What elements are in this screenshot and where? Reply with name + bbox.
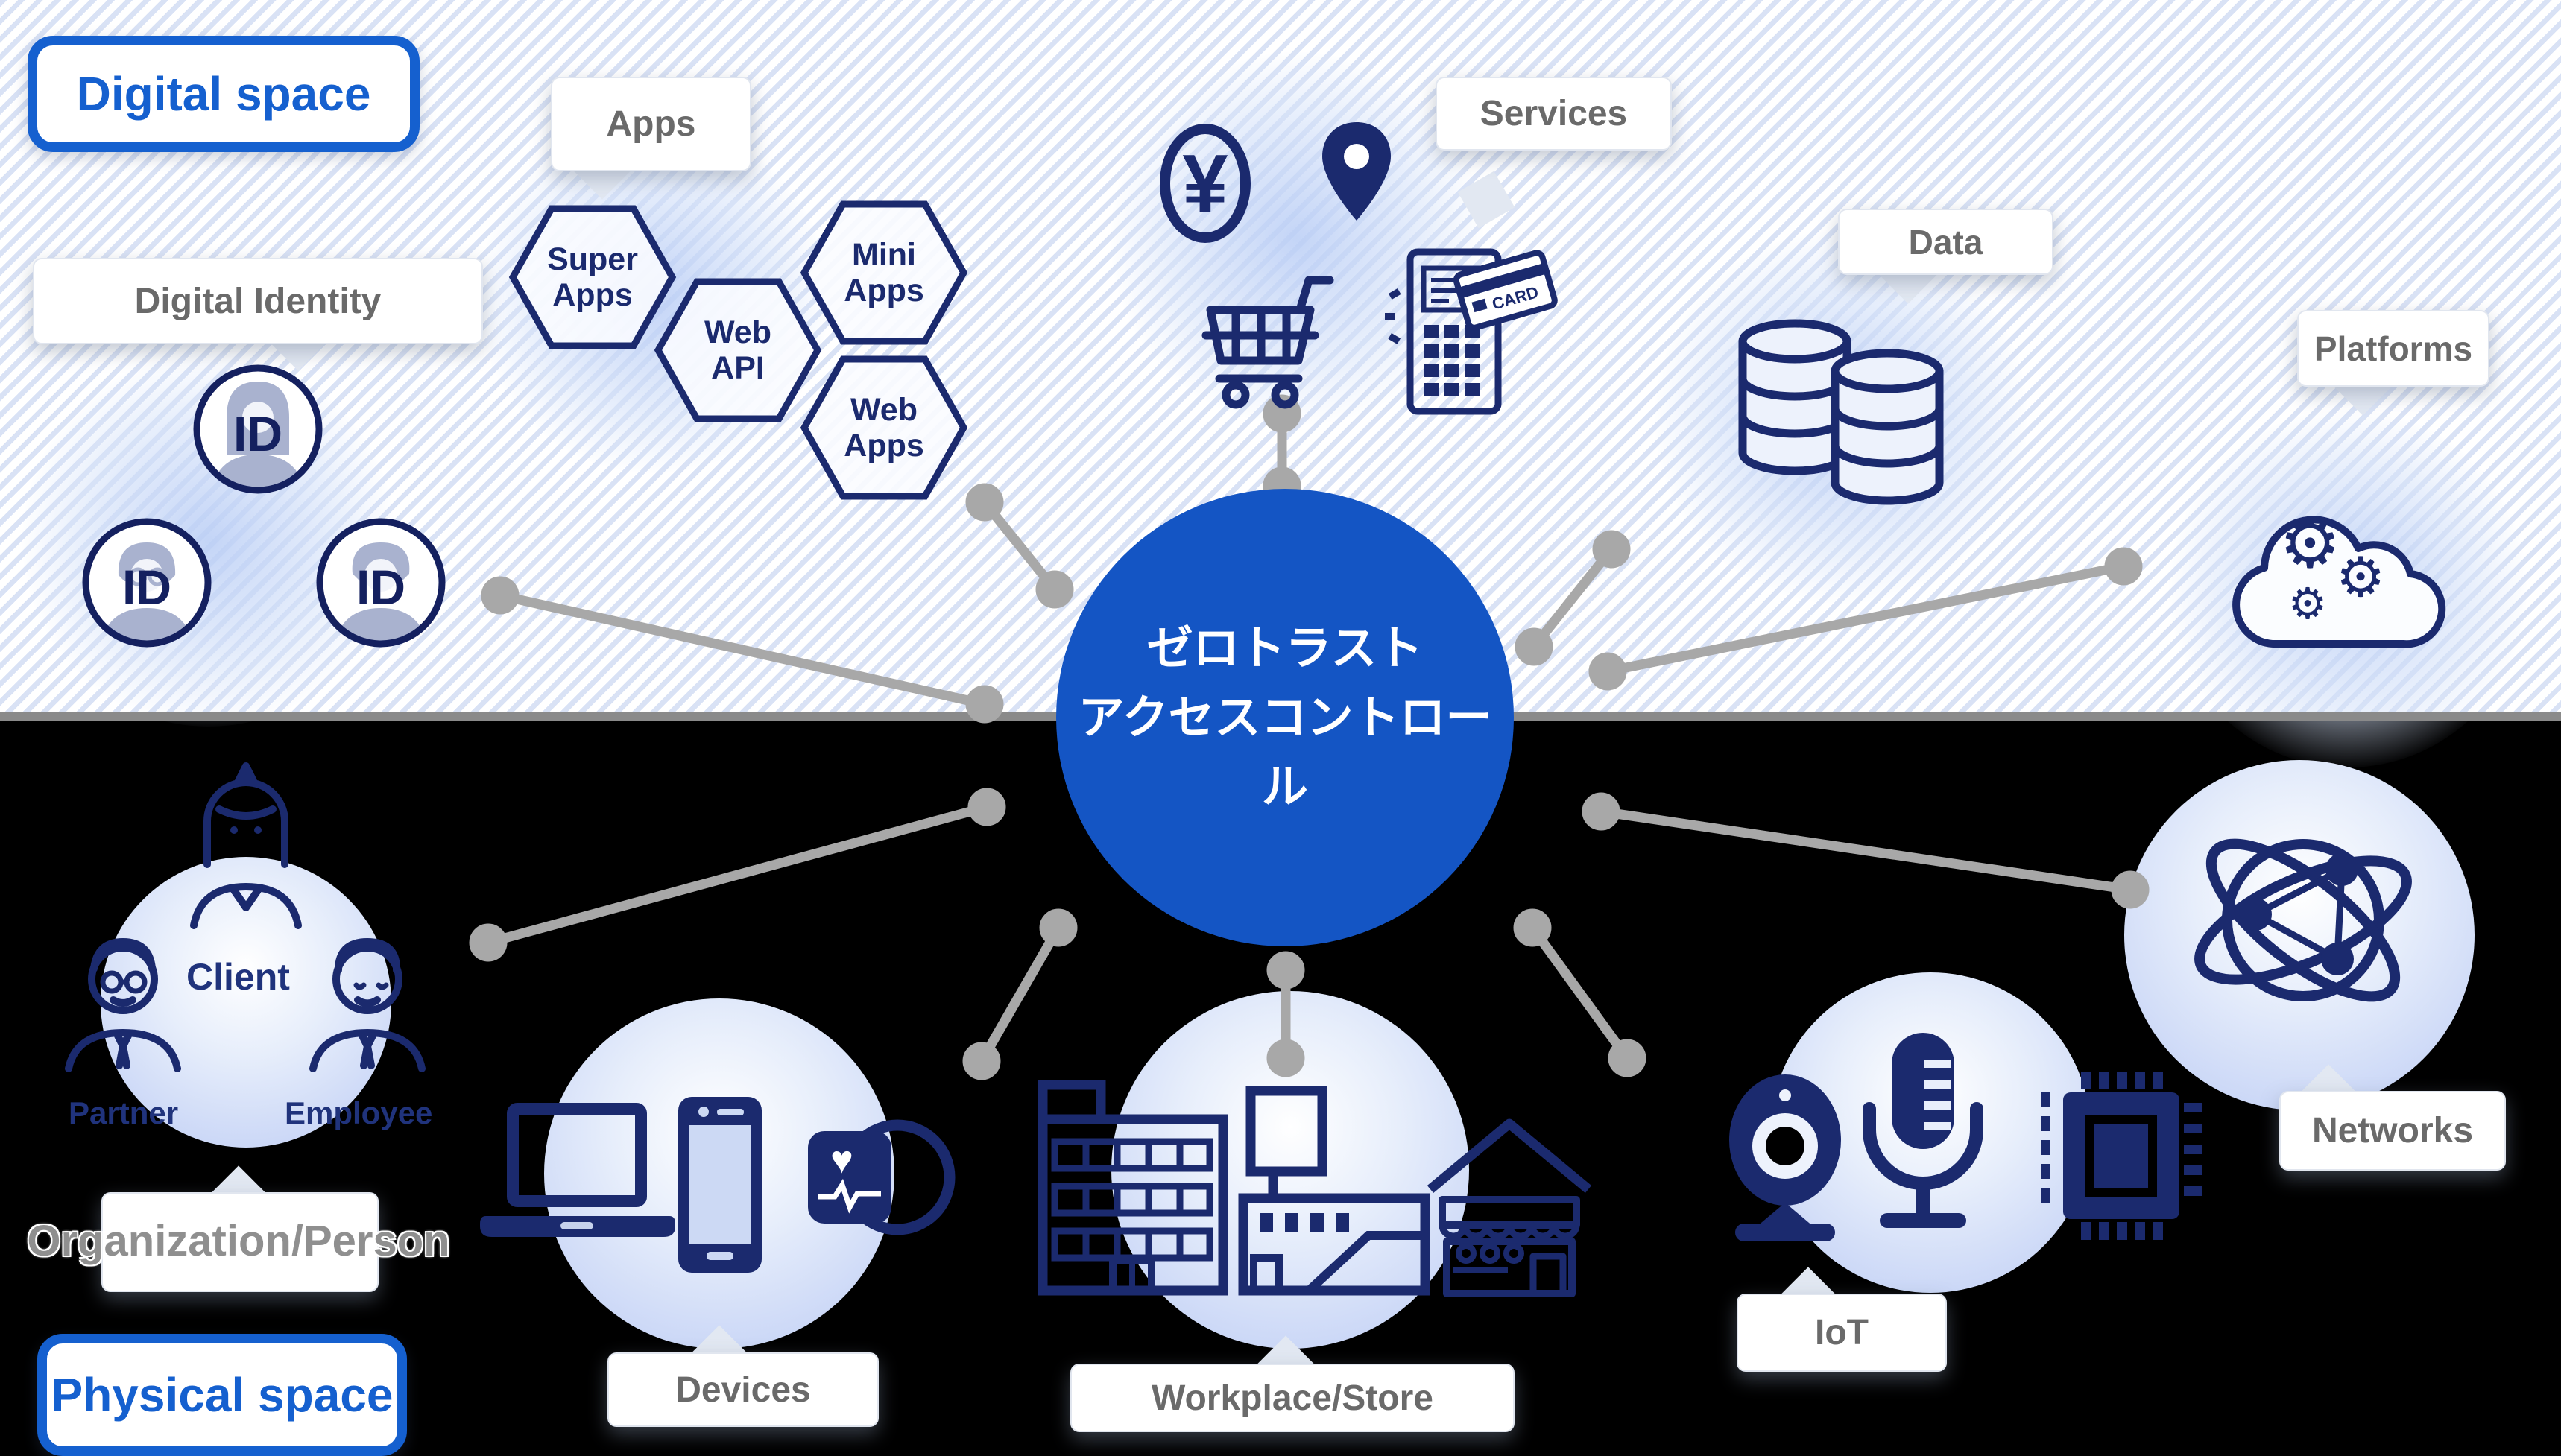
- heart-icon: ♥: [830, 1139, 853, 1182]
- office-building-icon: [1032, 1073, 1234, 1300]
- id-avatar-man-glasses: ID: [80, 516, 214, 650]
- networks-label: Networks: [2311, 1111, 2474, 1150]
- partner-label: Partner: [69, 1095, 179, 1130]
- hex-line: Web: [850, 391, 918, 428]
- location-pin-icon: [1318, 119, 1395, 248]
- apps-bubble: Apps: [551, 77, 751, 171]
- id-badge: ID: [233, 406, 282, 462]
- center-title-line1: ゼロトラスト: [1146, 622, 1424, 674]
- card-payment-terminal-icon: CARD: [1385, 246, 1558, 421]
- physical-space-label: Physical space: [51, 1368, 394, 1422]
- hexagon-super-apps: Super Apps: [508, 204, 677, 350]
- gear-icon: ⚙: [2288, 580, 2327, 628]
- laptop-icon: [477, 1103, 678, 1256]
- devices-label: Devices: [675, 1370, 811, 1410]
- hex-line: Apps: [844, 273, 924, 308]
- physical-space-badge: Physical space: [37, 1334, 407, 1456]
- shopping-cart-icon: [1190, 274, 1339, 412]
- hexagon-shape: [654, 278, 822, 422]
- hex-line: Apps: [552, 277, 633, 313]
- digital-identity-label: Digital Identity: [134, 281, 382, 321]
- networks-bubble: Networks: [2279, 1091, 2506, 1171]
- microphone-icon: [1848, 1027, 1998, 1239]
- hexagon-shape: [800, 200, 968, 345]
- organization-bubble: [101, 1192, 379, 1292]
- digital-space-badge: Digital space: [28, 36, 420, 152]
- platforms-label: Platforms: [2314, 329, 2473, 368]
- devices-bubble: Devices: [607, 1352, 879, 1427]
- gear-icon: ⚙: [2279, 506, 2341, 582]
- client-label: Client: [186, 956, 290, 998]
- id-badge: ID: [122, 560, 171, 615]
- data-bubble: Data: [1838, 209, 2053, 275]
- database-icon: [1729, 313, 1953, 525]
- zero-trust-center-node: ゼロトラスト アクセスコントロール: [1056, 489, 1514, 946]
- iot-label: IoT: [1815, 1313, 1869, 1352]
- services-bubble: Services: [1436, 77, 1672, 151]
- workplace-label: Workplace/Store: [1152, 1378, 1433, 1418]
- man-silhouette-icon: [316, 518, 446, 648]
- data-label: Data: [1908, 222, 1983, 262]
- id-badge: ID: [356, 560, 405, 615]
- digital-space-label: Digital space: [76, 67, 371, 121]
- woman-silhouette-icon: [193, 364, 323, 494]
- network-globe-icon: [2184, 801, 2422, 1051]
- smartphone-icon: [675, 1094, 765, 1279]
- yen-currency-icon: ¥: [1160, 124, 1251, 243]
- hexagon-web-apps: Web Apps: [800, 355, 968, 501]
- hex-line: Apps: [844, 428, 924, 463]
- employee-man-icon: [297, 917, 438, 1077]
- employee-label: Employee: [285, 1095, 433, 1130]
- center-title-line2: アクセスコントロール: [1078, 691, 1492, 813]
- hex-line: Super: [547, 241, 638, 277]
- hex-line: API: [711, 350, 765, 386]
- apps-label: Apps: [606, 104, 696, 144]
- hexagon-web-api: Web API: [654, 277, 822, 423]
- yen-symbol: ¥: [1182, 137, 1228, 230]
- man-glasses-silhouette-icon: [82, 518, 212, 648]
- workplace-building-icon: [1237, 1080, 1431, 1300]
- hexagon-shape: [508, 205, 677, 349]
- hexagon-mini-apps: Mini Apps: [800, 200, 968, 346]
- iot-bubble: IoT: [1737, 1294, 1947, 1372]
- id-avatar-man: ID: [314, 516, 448, 650]
- partner-man-icon: [52, 917, 194, 1077]
- gear-icon: ⚙: [2336, 546, 2386, 608]
- webcam-icon: [1714, 1066, 1856, 1248]
- platforms-bubble: Platforms: [2297, 310, 2489, 387]
- id-avatar-woman: ID: [191, 362, 325, 496]
- smartwatch-icon: ♥: [802, 1110, 956, 1248]
- chip-icon: [2024, 1070, 2203, 1245]
- hex-line: Web: [704, 314, 771, 350]
- cloud-platform-icon: ⚙ ⚙ ⚙: [2211, 481, 2464, 671]
- hex-line: Mini: [852, 236, 916, 273]
- services-label: Services: [1480, 94, 1628, 133]
- hexagon-shape: [800, 355, 968, 500]
- workplace-bubble: Workplace/Store: [1070, 1364, 1515, 1432]
- digital-identity-bubble: Digital Identity: [33, 258, 483, 344]
- client-woman-icon: [171, 753, 320, 935]
- store-icon: [1420, 1110, 1599, 1300]
- organization-label: Organization/Person: [27, 1217, 450, 1265]
